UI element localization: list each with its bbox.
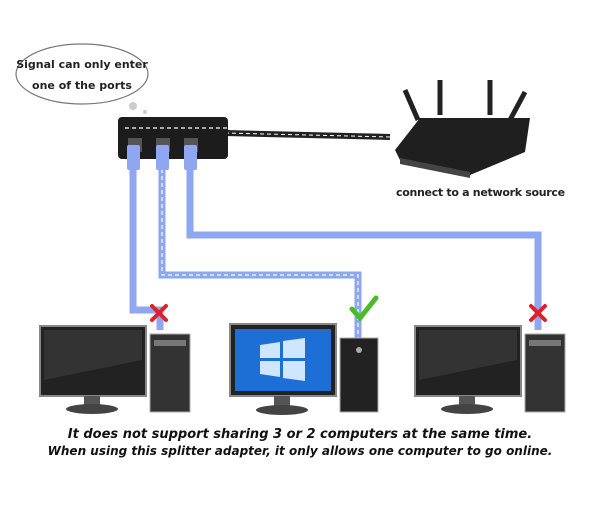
caption-line2: When using this splitter adapter, it onl… [47,444,553,458]
red-x-icon [150,304,168,322]
splitter-adapter [118,117,228,170]
red-x-icon [529,304,547,322]
bubble-line2: one of the ports [32,79,132,92]
bubble-line1: Signal can only enter [16,58,148,71]
computer-right [414,325,566,414]
computer-middle [229,323,379,415]
router-label: connect to a network source [396,186,565,199]
network-cable [224,130,391,140]
green-check-icon [349,295,379,322]
computer-left [39,325,191,414]
speech-bubble: Signal can only enter one of the ports [15,43,149,114]
caption-line1: It does not support sharing 3 or 2 compu… [67,427,533,442]
ethernet-cables [129,155,542,340]
router-icon [395,80,530,178]
